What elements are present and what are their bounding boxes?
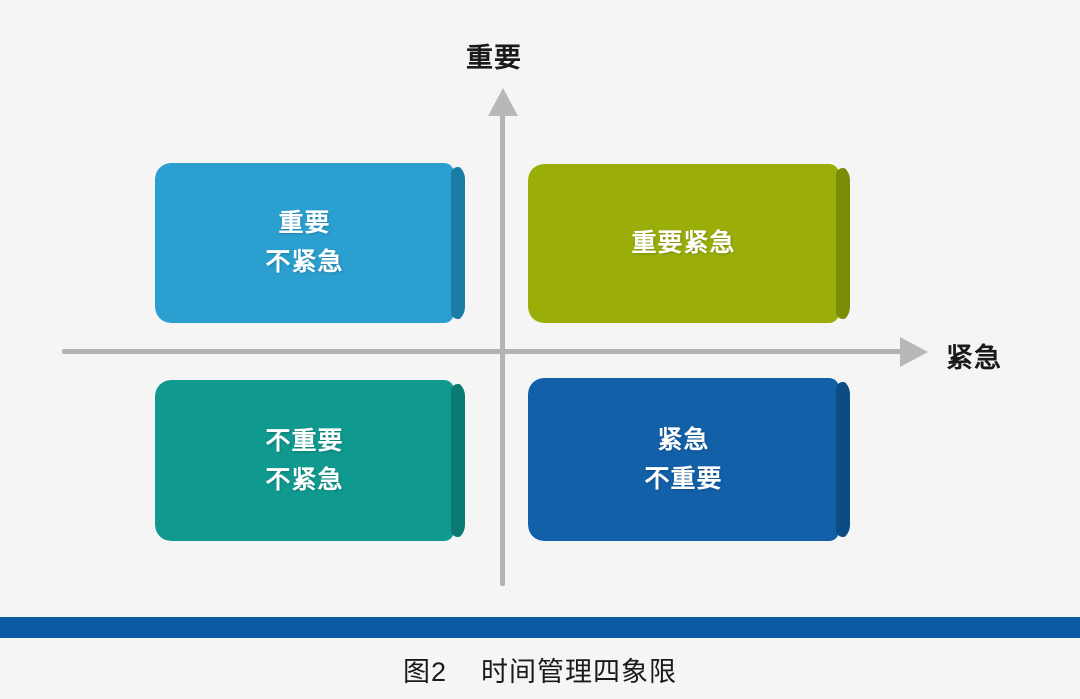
quadrant-diagram-canvas: 重要 紧急 重要 不紧急 重要紧急 不重要 不紧急 紧急 不重要 [62, 43, 1002, 586]
horizontal-axis-line [62, 349, 907, 354]
bottom-divider-rule [0, 617, 1080, 638]
horizontal-axis-label: 紧急 [946, 343, 1002, 373]
quadrant-label-group: 重要紧急 [631, 224, 735, 263]
quadrant-face [528, 378, 839, 541]
quadrant-label-group: 不重要 不紧急 [265, 422, 343, 500]
quadrant-label-line-1: 不重要 [265, 426, 344, 455]
arrow-up-icon [488, 88, 518, 116]
quadrant-label-group: 重要 不紧急 [265, 204, 343, 282]
quadrant-label-line-2: 不重要 [644, 464, 723, 493]
quadrant-side-edge [836, 168, 850, 319]
quadrant-important-urgent[interactable]: 重要紧急 [528, 164, 850, 323]
quadrant-side-edge [451, 167, 465, 319]
arrow-right-icon [900, 337, 928, 367]
quadrant-face [155, 163, 454, 323]
quadrant-label-line-1: 重要紧急 [631, 229, 736, 258]
vertical-axis-line [500, 110, 505, 586]
quadrant-important-not-urgent[interactable]: 重要 不紧急 [155, 163, 465, 323]
quadrant-urgent-not-important[interactable]: 紧急 不重要 [528, 378, 850, 541]
figure-caption: 图2 时间管理四象限 [402, 657, 678, 687]
quadrant-label-group: 紧急 不重要 [644, 421, 722, 499]
vertical-axis-label: 重要 [466, 43, 522, 73]
quadrant-label-line-2: 不紧急 [265, 248, 344, 276]
quadrant-label-line-2: 不紧急 [265, 465, 344, 494]
quadrant-not-important-not-urgent[interactable]: 不重要 不紧急 [155, 380, 465, 541]
quadrant-face [528, 164, 839, 323]
quadrant-face [155, 380, 454, 541]
quadrant-label-line-1: 重要 [278, 209, 331, 238]
quadrant-side-edge [836, 382, 850, 537]
quadrant-label-line-1: 紧急 [657, 425, 710, 454]
quadrant-side-edge [451, 384, 465, 537]
